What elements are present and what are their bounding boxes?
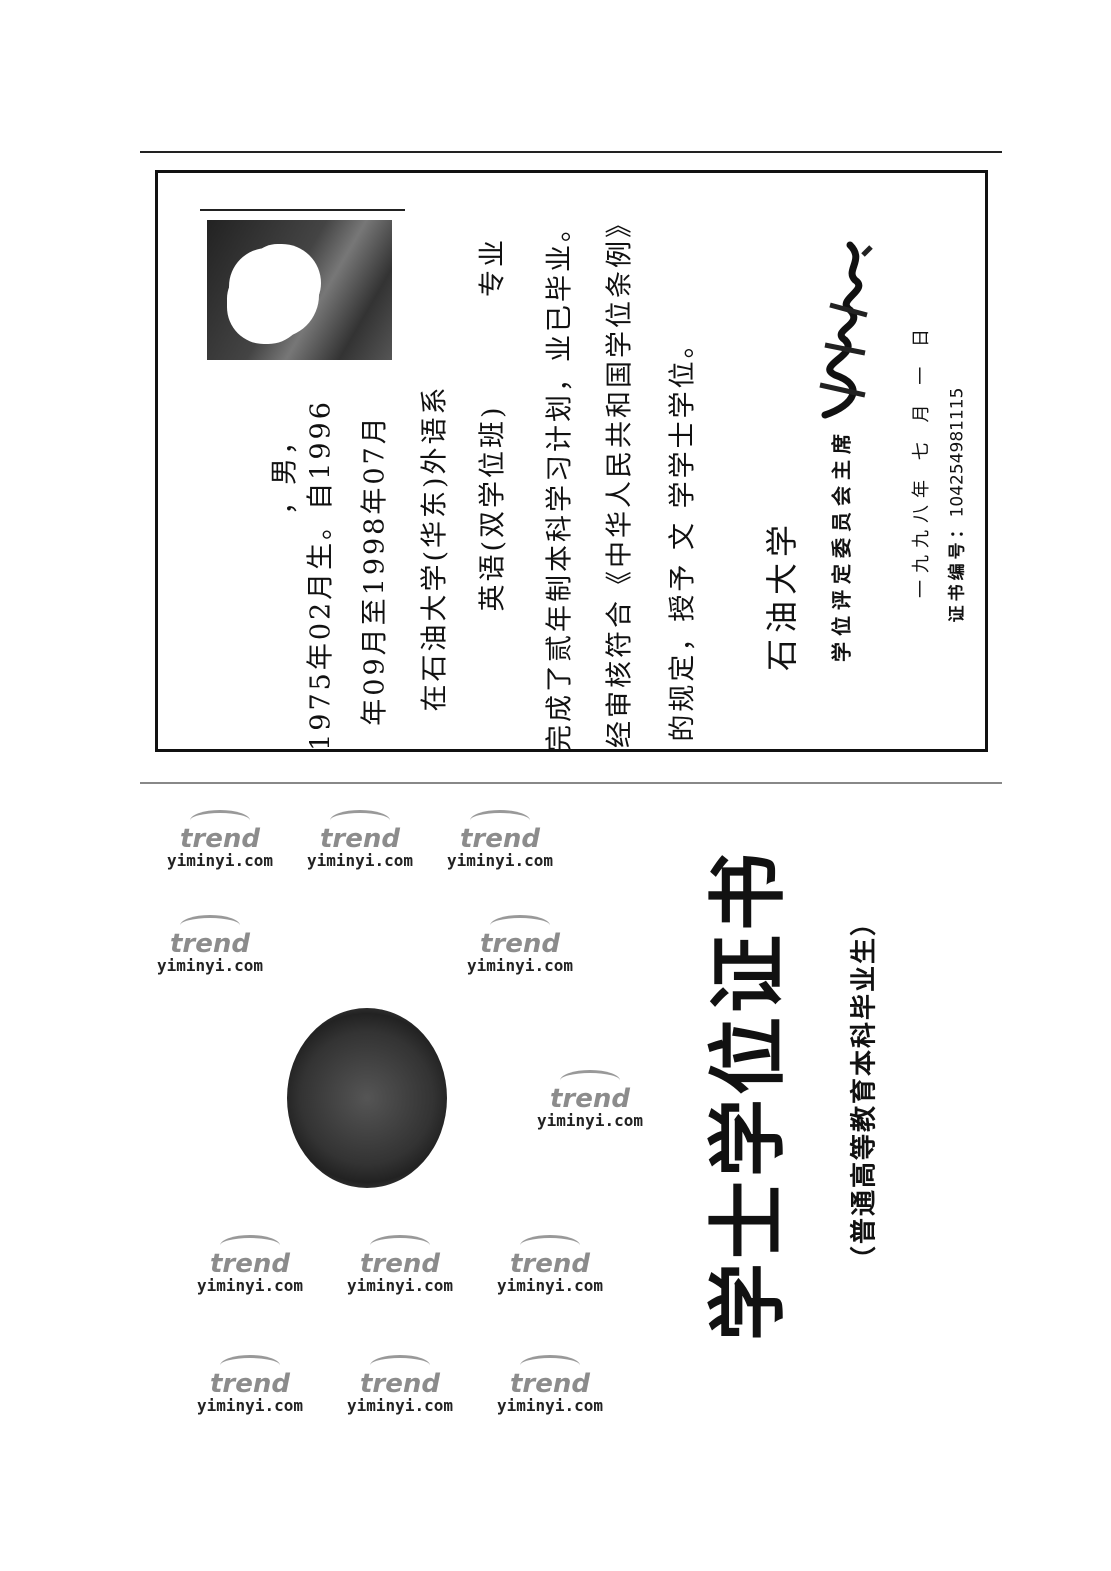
- review-line: 经审核符合《中华人民共和国学位条例》: [604, 208, 636, 748]
- award-line: 的规定，授予 文 学学士学位。: [667, 328, 699, 742]
- major-suffix: 专业: [477, 237, 509, 297]
- certificate-frame: [155, 170, 988, 752]
- cert-number-value: 104254981115: [947, 387, 968, 518]
- name-line: ，男，: [269, 425, 301, 515]
- issue-date: 一九九八年 七 月 一 日: [911, 322, 932, 598]
- photo-rule: [200, 209, 405, 211]
- cert-number-label: 证书编号：: [947, 517, 968, 623]
- committee-chair-label: 学位评定委员会主席: [829, 428, 854, 662]
- signature: [819, 241, 873, 419]
- major-line: 英语(双学位班): [477, 404, 509, 612]
- photo: [207, 220, 392, 360]
- top-rule: [140, 151, 1002, 153]
- school-line: 在石油大学(华东)外语系: [419, 384, 451, 712]
- cover-title: 学士学位证书: [703, 848, 794, 1342]
- university-name: 石油大学: [763, 518, 801, 672]
- fold-rule: [140, 782, 1002, 784]
- cover-subtitle: （普通高等教育本科毕业生）: [849, 907, 880, 1273]
- birth-line: 1975年02月生。自1996: [305, 399, 337, 751]
- cert-number: 证书编号：104254981115: [943, 388, 968, 623]
- period-line: 年09月至1998年07月: [359, 414, 391, 726]
- complete-line: 完成了贰年制本科学习计划，业已毕业。: [544, 212, 576, 752]
- national-emblem: [287, 1008, 447, 1188]
